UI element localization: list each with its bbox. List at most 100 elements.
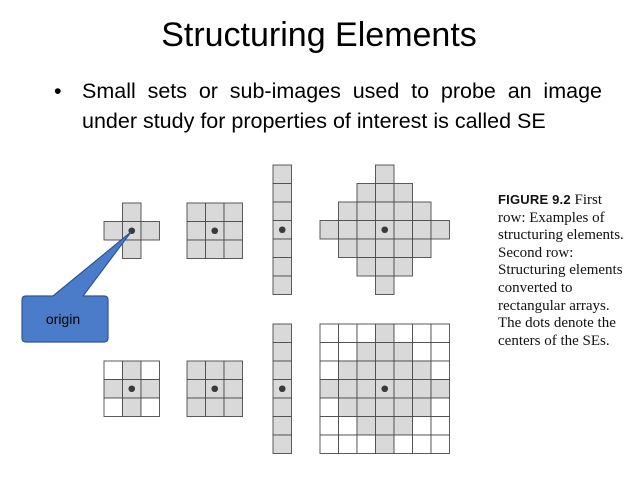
se-cell-filled: [223, 397, 243, 417]
se-cell-filled: [223, 221, 243, 241]
se-cell-empty: [319, 323, 339, 343]
square-array: [186, 360, 243, 417]
se-cell-filled: [393, 397, 413, 417]
se-cell-filled: [393, 360, 413, 380]
se-cell-filled: [205, 239, 225, 259]
se-cell-empty: [412, 323, 432, 343]
se-center-dot-icon: [381, 226, 389, 234]
se-cell-empty: [430, 434, 450, 454]
se-cell-filled: [393, 416, 413, 436]
se-cell-empty: [393, 323, 413, 343]
se-cell-filled: [140, 221, 160, 241]
se-cell-filled: [375, 257, 395, 277]
se-cell-filled: [272, 416, 292, 436]
grid-layer: [103, 164, 450, 454]
se-cell-filled: [272, 201, 292, 221]
se-cell-empty: [319, 397, 339, 417]
se-cell-filled: [186, 202, 206, 222]
se-cell-empty: [140, 397, 160, 417]
se-cell-filled: [375, 275, 395, 295]
figure-caption-text: First row: Examples of structuring eleme…: [498, 192, 624, 349]
se-cell-filled: [375, 360, 395, 380]
se-cell-empty: [356, 434, 376, 454]
se-cell-empty: [412, 342, 432, 362]
se-cell-filled: [103, 221, 123, 241]
se-cell-filled: [338, 397, 358, 417]
se-cell-filled: [140, 379, 160, 399]
se-cell-empty: [103, 397, 123, 417]
se-cell-empty: [338, 416, 358, 436]
se-cell-filled: [375, 201, 395, 221]
se-cell-empty: [140, 360, 160, 380]
diamond-array: [319, 323, 450, 454]
bullet-point: • Small sets or sub-images used to probe…: [54, 76, 602, 136]
se-cell-filled: [393, 201, 413, 221]
se-cell-filled: [338, 201, 358, 221]
se-cell-empty: [430, 323, 450, 343]
se-cell-filled: [356, 220, 376, 240]
se-cell-filled: [186, 397, 206, 417]
se-cell-empty: [412, 416, 432, 436]
se-cell-filled: [223, 202, 243, 222]
se-cell-empty: [338, 342, 358, 362]
bullet-dot-icon: •: [54, 79, 62, 103]
se-cell-filled: [122, 360, 142, 380]
bullet-text: Small sets or sub-images used to probe a…: [82, 79, 602, 133]
se-cell-empty: [412, 434, 432, 454]
se-cell-filled: [356, 416, 376, 436]
se-cell-filled: [412, 397, 432, 417]
se-cell-filled: [223, 379, 243, 399]
se-cell-filled: [412, 238, 432, 258]
line-array: [272, 323, 292, 454]
se-cell-filled: [205, 360, 225, 380]
se-cell-filled: [186, 239, 206, 259]
se-cell-filled: [205, 397, 225, 417]
se-center-dot-icon: [381, 385, 389, 393]
callout-label-origin: origin: [45, 311, 81, 327]
se-cell-empty: [430, 397, 450, 417]
figure-caption: FIGURE 9.2 First row: Examples of struct…: [498, 191, 630, 350]
se-cell-filled: [272, 275, 292, 295]
se-cell-filled: [122, 202, 142, 222]
se-cell-filled: [412, 220, 432, 240]
se-cell-filled: [430, 379, 450, 399]
se-center-dot-icon: [128, 385, 136, 393]
se-cell-empty: [319, 342, 339, 362]
se-cell-filled: [223, 360, 243, 380]
se-cell-filled: [338, 238, 358, 258]
se-cell-empty: [103, 360, 123, 380]
se-cell-filled: [356, 397, 376, 417]
se-cell-filled: [338, 379, 358, 399]
se-cell-empty: [319, 416, 339, 436]
se-cell-filled: [338, 360, 358, 380]
se-cell-filled: [375, 238, 395, 258]
se-cell-filled: [375, 434, 395, 454]
se-cell-filled: [338, 220, 358, 240]
se-cell-filled: [375, 416, 395, 436]
se-cell-filled: [272, 183, 292, 203]
se-cell-filled: [272, 360, 292, 380]
se-cell-filled: [393, 183, 413, 203]
se-cell-filled: [356, 183, 376, 203]
se-cell-filled: [393, 257, 413, 277]
se-cell-filled: [272, 434, 292, 454]
se-center-dot-icon: [278, 226, 286, 234]
se-cell-filled: [393, 220, 413, 240]
se-cell-filled: [412, 360, 432, 380]
se-cell-filled: [393, 342, 413, 362]
se-cell-empty: [338, 323, 358, 343]
se-cell-filled: [375, 342, 395, 362]
figure-caption-label: FIGURE 9.2: [498, 192, 571, 207]
diamond-se: [319, 164, 450, 295]
se-cell-filled: [375, 164, 395, 184]
se-cell-empty: [430, 342, 450, 362]
se-cell-filled: [375, 397, 395, 417]
se-cell-filled: [272, 342, 292, 362]
se-cell-empty: [393, 434, 413, 454]
se-cell-filled: [223, 239, 243, 259]
se-cell-filled: [272, 238, 292, 258]
se-cell-filled: [393, 379, 413, 399]
se-cell-filled: [319, 379, 339, 399]
se-cell-filled: [412, 379, 432, 399]
se-cell-filled: [272, 323, 292, 343]
